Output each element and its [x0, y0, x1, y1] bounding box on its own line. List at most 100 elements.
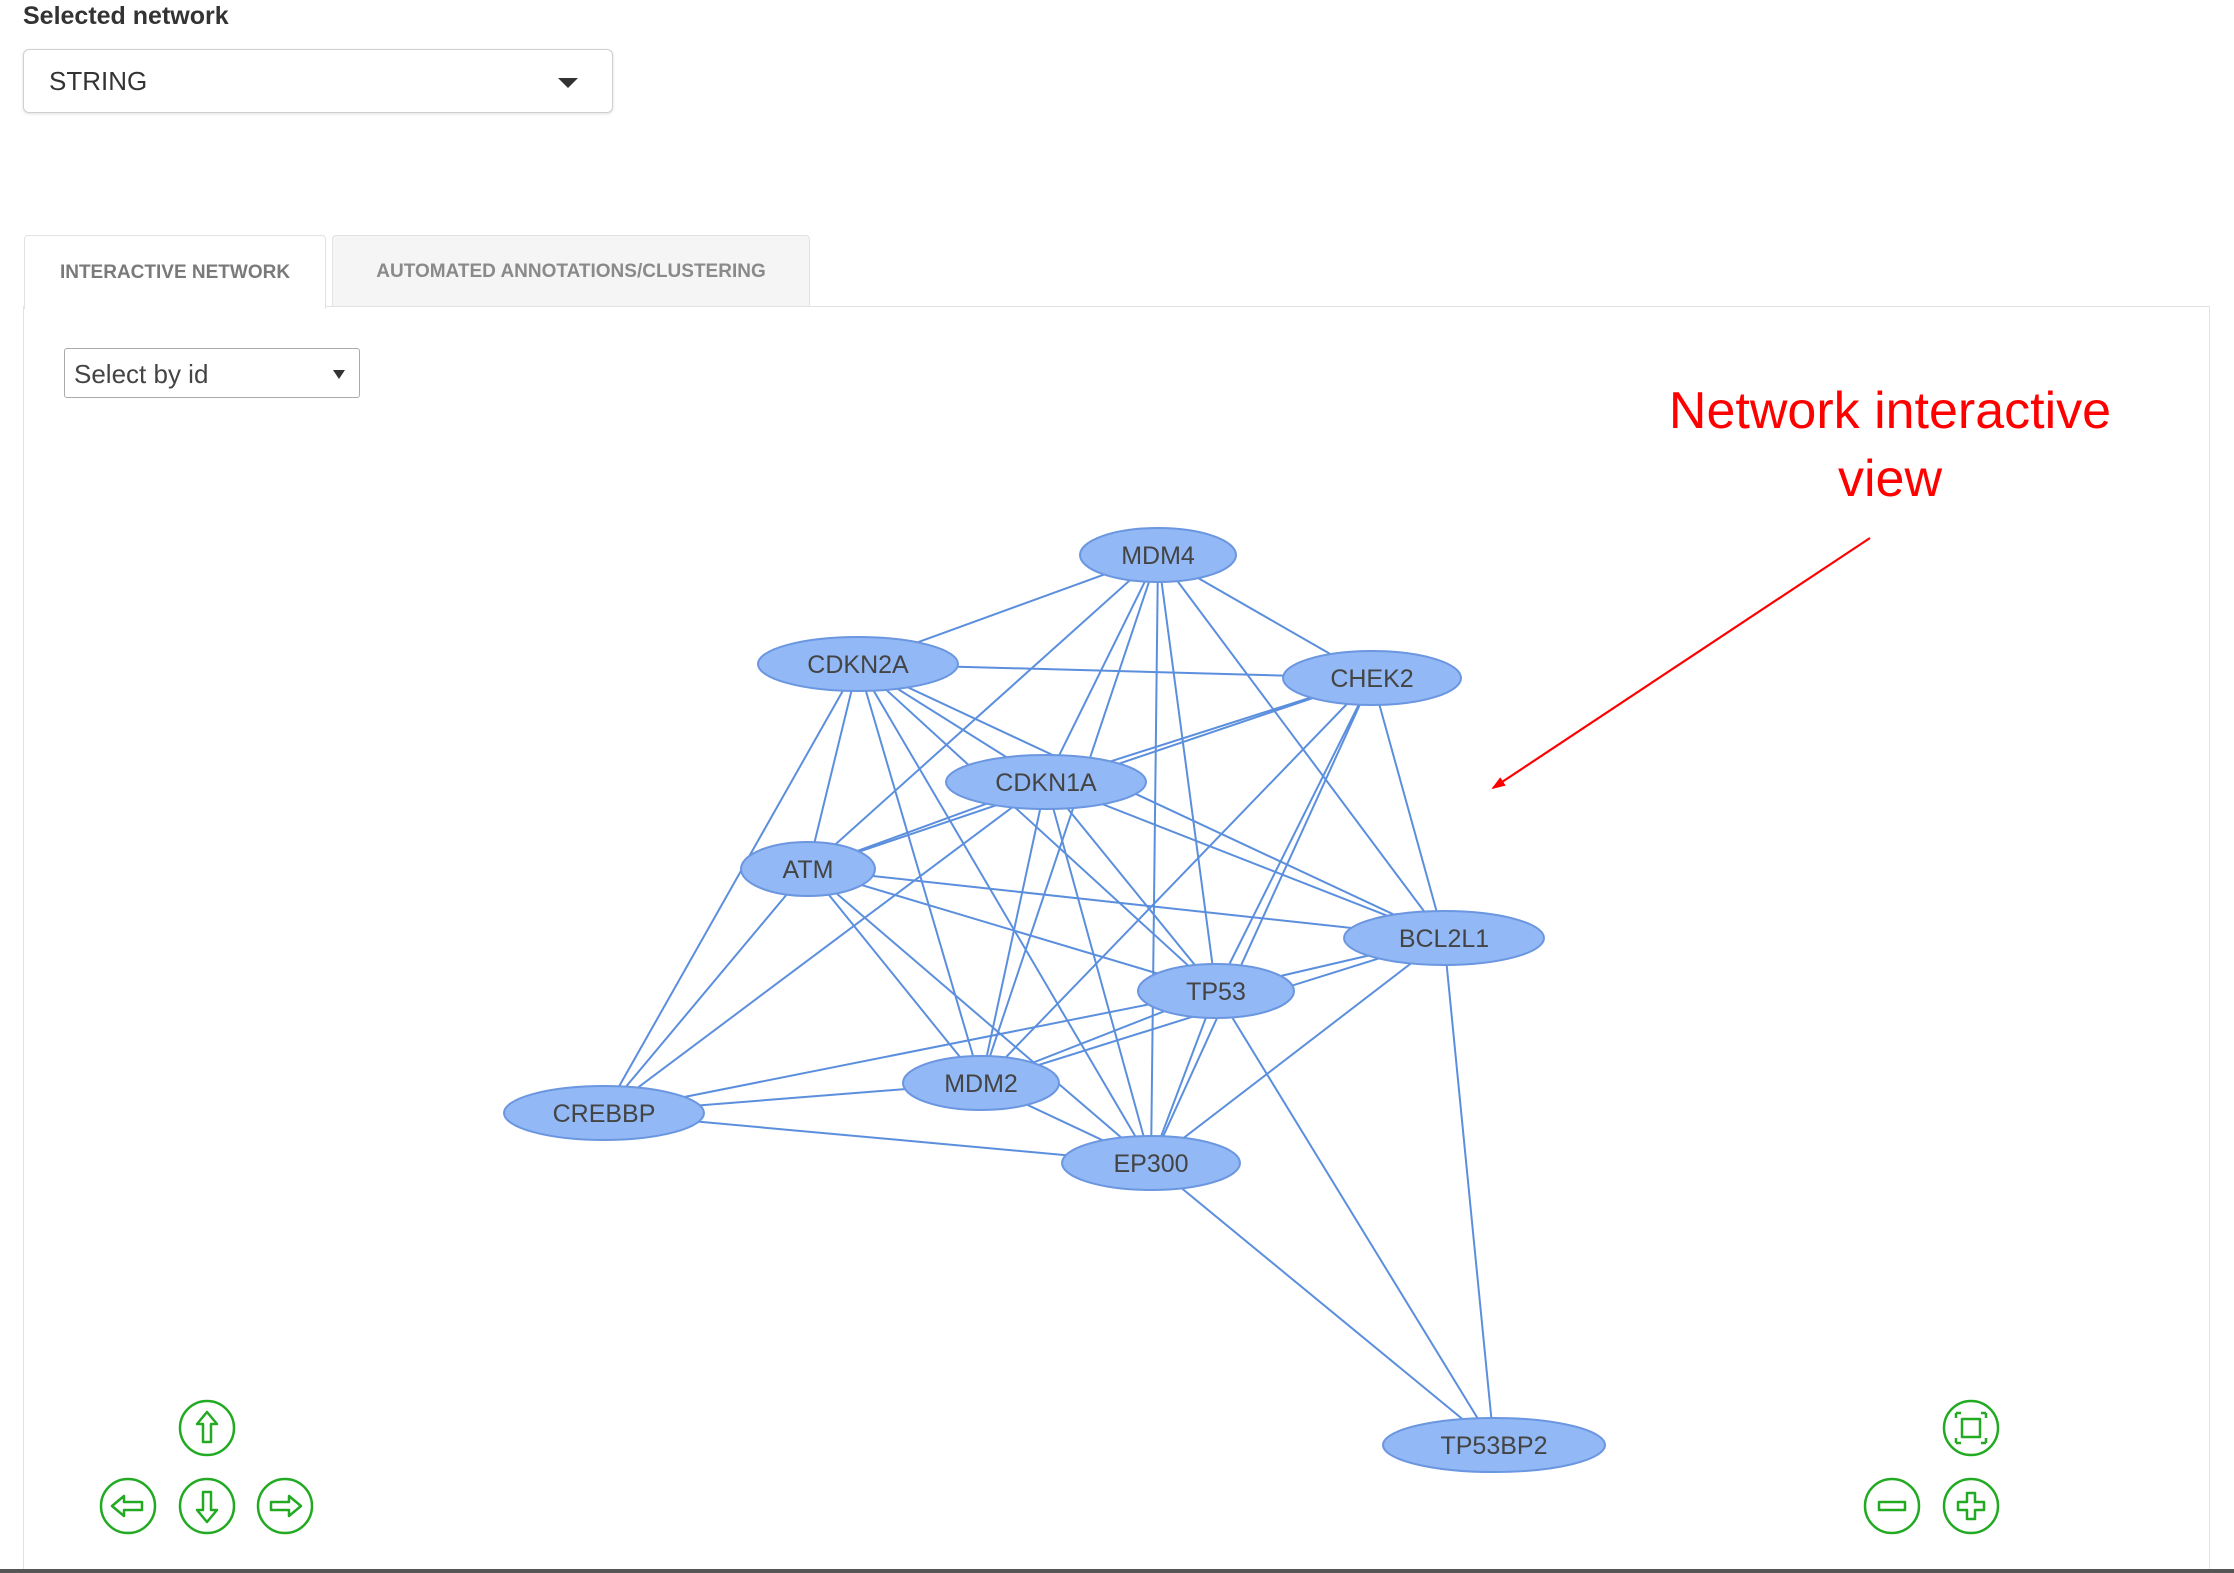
control-ring[interactable] — [178, 1477, 236, 1535]
node-label: ATM — [783, 856, 834, 884]
node-label: TP53 — [1186, 978, 1246, 1006]
network-select-value: STRING — [49, 66, 148, 96]
select-by-id-dropdown[interactable]: Select by id — [64, 348, 360, 398]
edge-MDM4-CDKN1A — [1045, 554, 1159, 783]
edge-ATM-EP300 — [807, 868, 1152, 1164]
node-ellipse[interactable] — [1137, 963, 1295, 1019]
down-arrow-icon[interactable] — [178, 1477, 236, 1535]
edge-CDKN1A-TP53 — [1045, 781, 1217, 992]
node-label: BCL2L1 — [1399, 925, 1489, 953]
annotation-line-2: view — [1837, 450, 1943, 508]
edge-CDKN1A-EP300 — [1045, 781, 1152, 1164]
node-label: EP300 — [1113, 1150, 1188, 1178]
node-mdm4[interactable]: MDM4 — [1079, 527, 1237, 583]
node-cdkn2a[interactable]: CDKN2A — [757, 636, 959, 692]
tab-interactive-network[interactable]: INTERACTIVE NETWORK — [24, 235, 326, 309]
node-ellipse[interactable] — [1382, 1417, 1606, 1473]
node-label: TP53BP2 — [1440, 1432, 1547, 1460]
node-bcl2l1[interactable]: BCL2L1 — [1343, 910, 1545, 966]
edge-MDM4-ATM — [807, 554, 1159, 870]
left-arrow-icon[interactable] — [99, 1477, 157, 1535]
node-ellipse[interactable] — [1343, 910, 1545, 966]
node-label: MDM2 — [944, 1070, 1018, 1098]
node-cdkn1a[interactable]: CDKN1A — [945, 754, 1147, 810]
control-ring[interactable] — [256, 1477, 314, 1535]
control-ring[interactable] — [1863, 1477, 1921, 1535]
bottom-divider — [0, 1569, 2234, 1573]
edge-ATM-TP53 — [807, 868, 1217, 992]
edge-MDM4-BCL2L1 — [1157, 554, 1445, 939]
edge-CDKN2A-MDM2 — [857, 663, 982, 1084]
edge-TP53-EP300 — [1150, 990, 1217, 1164]
node-label: CDKN2A — [807, 651, 909, 679]
edge-ATM-BCL2L1 — [807, 868, 1445, 939]
zoom-out-icon[interactable] — [1863, 1477, 1921, 1535]
node-tp53bp2[interactable]: TP53BP2 — [1382, 1417, 1606, 1473]
node-ellipse[interactable] — [902, 1055, 1060, 1111]
control-glyph — [195, 1490, 219, 1524]
edge-ATM-MDM2 — [807, 868, 982, 1084]
edge-CDKN1A-BCL2L1 — [1045, 781, 1445, 939]
annotation-line-1: Network interactive — [1668, 382, 2112, 440]
edge-CDKN2A-EP300 — [857, 663, 1152, 1164]
control-ring[interactable] — [178, 1399, 236, 1457]
annotation-callout: Network interactive view — [1600, 377, 2180, 513]
edge-TP53-CREBBP — [603, 990, 1217, 1114]
network-selector-label: Selected network — [23, 2, 229, 30]
node-ellipse[interactable] — [1061, 1135, 1241, 1191]
edge-TP53-TP53BP2 — [1215, 990, 1495, 1446]
node-atm[interactable]: ATM — [740, 841, 876, 897]
control-ring[interactable] — [1942, 1477, 2000, 1535]
edge-CHEK2-MDM2 — [980, 677, 1373, 1084]
network-panel — [23, 306, 2210, 1573]
edge-EP300-TP53BP2 — [1150, 1162, 1495, 1446]
zoom-in-icon[interactable] — [1942, 1477, 2000, 1535]
edge-CDKN2A-CREBBP — [603, 663, 859, 1114]
node-ep300[interactable]: EP300 — [1061, 1135, 1241, 1191]
network-select[interactable]: STRING — [23, 49, 613, 113]
edge-MDM4-TP53 — [1157, 554, 1217, 992]
node-ellipse[interactable] — [503, 1085, 705, 1141]
control-glyph — [110, 1494, 144, 1518]
edge-MDM4-EP300 — [1150, 554, 1159, 1164]
control-glyph — [269, 1494, 303, 1518]
edge-ATM-CREBBP — [603, 868, 809, 1114]
edge-CDKN2A-ATM — [807, 663, 859, 870]
node-label: CHEK2 — [1330, 665, 1413, 693]
edge-CHEK2-TP53 — [1215, 677, 1373, 992]
chevron-down-icon — [333, 370, 345, 379]
node-tp53[interactable]: TP53 — [1137, 963, 1295, 1019]
edge-MDM4-MDM2 — [980, 554, 1159, 1084]
edge-CHEK2-BCL2L1 — [1371, 677, 1445, 939]
node-label: MDM4 — [1121, 542, 1195, 570]
control-ring[interactable] — [1942, 1399, 2000, 1457]
node-label: CDKN1A — [995, 769, 1097, 797]
annotation-arrow — [1491, 537, 1871, 790]
control-ring[interactable] — [99, 1477, 157, 1535]
tab-automated-annotations[interactable]: AUTOMATED ANNOTATIONS/CLUSTERING — [332, 235, 810, 307]
edge-CDKN2A-BCL2L1 — [857, 663, 1445, 939]
select-by-id-placeholder: Select by id — [74, 359, 209, 389]
fit-screen-icon[interactable] — [1942, 1399, 2000, 1457]
control-glyph — [1877, 1500, 1907, 1512]
node-chek2[interactable]: CHEK2 — [1282, 650, 1462, 706]
node-ellipse[interactable] — [945, 754, 1147, 810]
node-ellipse[interactable] — [740, 841, 876, 897]
chevron-down-icon — [558, 78, 578, 88]
edge-CDKN1A-MDM2 — [980, 781, 1047, 1084]
edge-BCL2L1-EP300 — [1150, 937, 1445, 1164]
node-ellipse[interactable] — [1079, 527, 1237, 583]
node-mdm2[interactable]: MDM2 — [902, 1055, 1060, 1111]
control-glyph — [195, 1410, 219, 1444]
node-ellipse[interactable] — [757, 636, 959, 692]
control-glyph — [1954, 1411, 1988, 1445]
edge-CHEK2-EP300 — [1150, 677, 1373, 1164]
node-crebbp[interactable]: CREBBP — [503, 1085, 705, 1141]
node-label: CREBBP — [553, 1100, 656, 1128]
edge-BCL2L1-TP53BP2 — [1443, 937, 1495, 1446]
node-ellipse[interactable] — [1282, 650, 1462, 706]
up-arrow-icon[interactable] — [178, 1399, 236, 1457]
right-arrow-icon[interactable] — [256, 1477, 314, 1535]
control-glyph — [1956, 1491, 1986, 1521]
